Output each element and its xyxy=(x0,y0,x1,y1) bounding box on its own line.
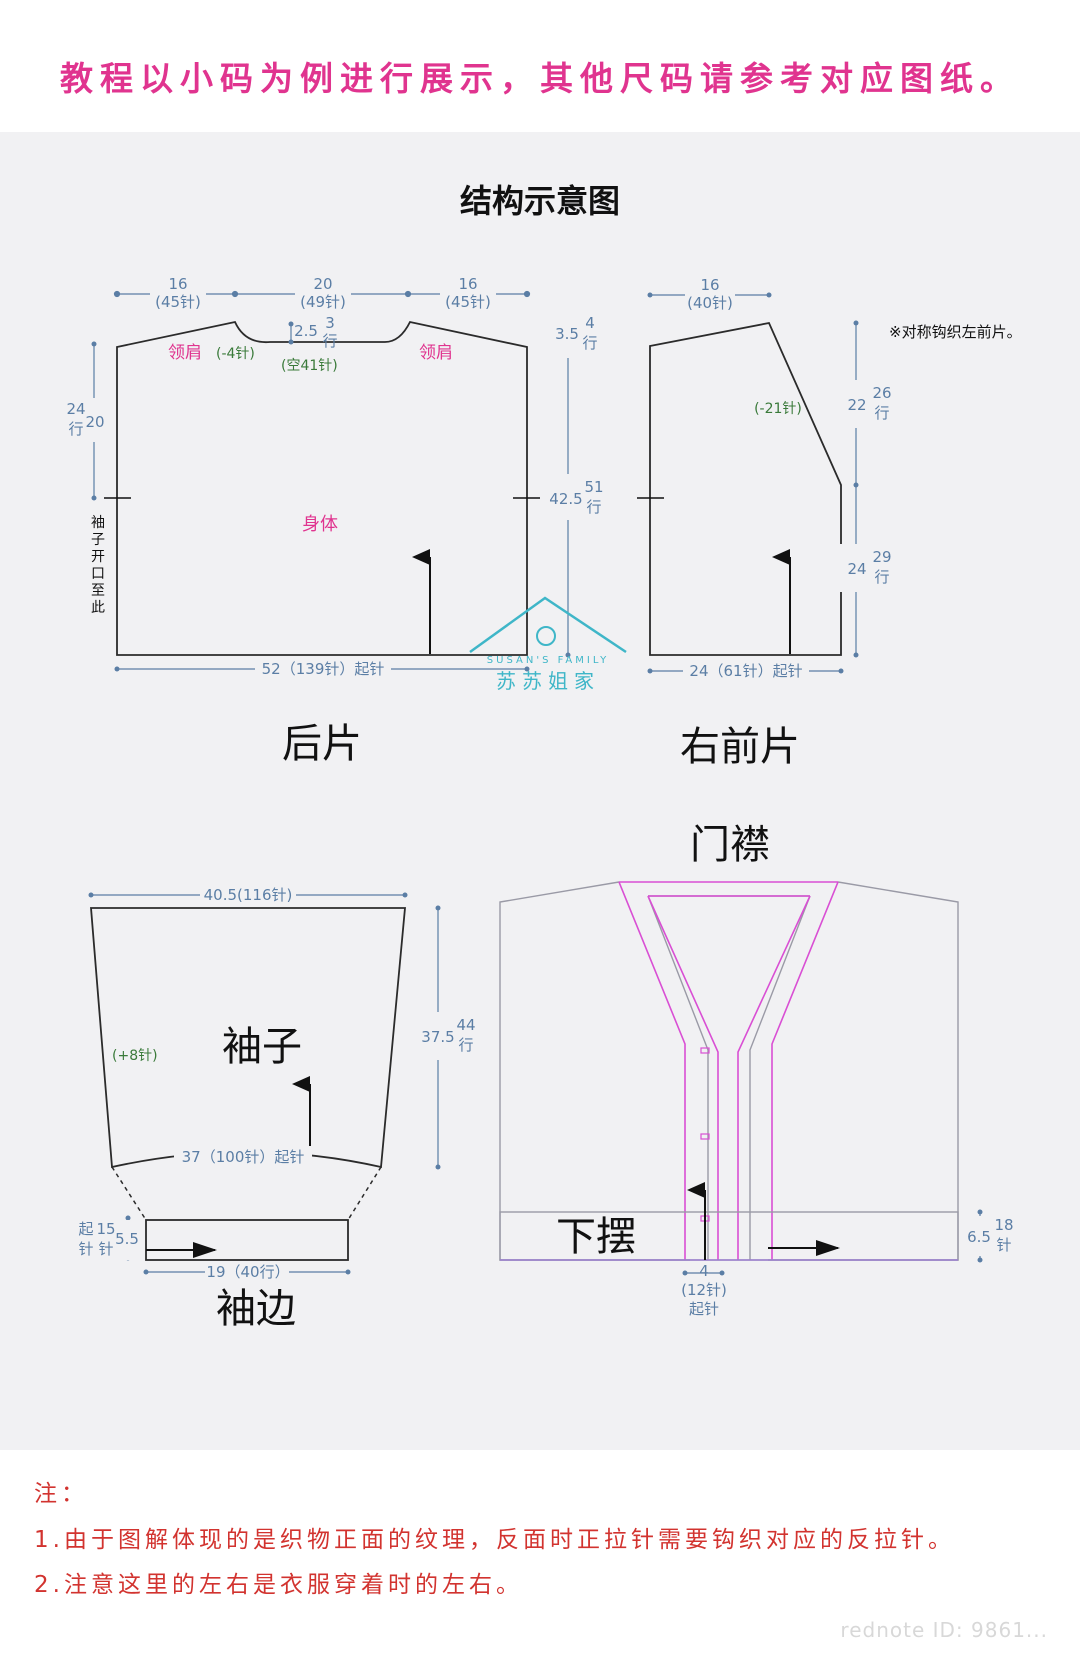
band-center-left xyxy=(647,895,719,1260)
cardigan-outline-right xyxy=(768,881,959,1261)
logo-line1: SUSAN'S FAMILY xyxy=(487,655,609,666)
back-piece: 领肩 (-4针) (空41针) 领肩 身体 袖子开口至此 16 (45针) 20… xyxy=(62,272,604,767)
cardigan-outline-left xyxy=(499,881,690,1261)
brand-logo: SUSAN'S FAMILY 苏苏姐家 xyxy=(469,596,627,693)
cuff-dim-height-st-num: 15 xyxy=(96,1220,115,1238)
back-piece-outline xyxy=(116,320,528,656)
notes-section: 注： 1.由于图解体现的是织物正面的纹理，反面时正拉针需要钩织对应的反拉针。 2… xyxy=(0,1450,1080,1662)
band-inner-right xyxy=(749,895,811,1260)
front-dim-top-st: (40针) xyxy=(687,294,733,312)
note-2: 2.注意这里的左右是衣服穿着时的左右。 xyxy=(34,1572,523,1598)
back-dim-top-right-st: (45针) xyxy=(445,293,491,311)
buttonhole xyxy=(700,1047,710,1054)
band-dim-st: (12针) xyxy=(681,1281,727,1299)
back-dim-shoulder-cm: 3.5 xyxy=(555,325,579,343)
band-dim-start: 起针 xyxy=(689,1300,719,1318)
cardigan-assembly: 门襟 下摆 4 (12针) 起针 6 xyxy=(499,822,1018,1318)
front-dim-upper-rows-num: 26 xyxy=(872,384,891,402)
back-dim-bottom: 52（139针）起针 xyxy=(262,660,385,678)
band-dim-cm: 4 xyxy=(699,1262,709,1280)
watermark: rednote ID: 9861... xyxy=(840,1618,1048,1642)
back-dim-neck-depth-cm: 2.5 xyxy=(294,322,318,340)
band-outline-left xyxy=(618,881,686,1260)
sleeve-piece: (+8针) 袖子 40.5(116针) 37（100针）起针 37.5 44 行 xyxy=(88,884,476,1221)
logo-roof xyxy=(469,596,627,654)
back-dim-shoulder-rows-unit: 行 xyxy=(582,334,597,352)
cuff-piece: 19（40行） 起 针 15 针 5.5 袖边 xyxy=(74,1215,351,1332)
back-dim-armhole-cm: 20 xyxy=(85,413,104,431)
cuff-dim-label-c: 针 xyxy=(98,1240,113,1258)
sleeve-dim-bottom: 37（100针）起针 xyxy=(182,1148,305,1166)
cuff-dim-label-b: 针 xyxy=(78,1240,93,1258)
back-dim-top-left-cm: 16 xyxy=(168,275,187,293)
cuff-dim-height-cm: 5.5 xyxy=(115,1230,139,1248)
back-body-label: 身体 xyxy=(302,514,338,535)
back-dim-top-mid-cm: 20 xyxy=(313,275,332,293)
back-neck-shoulder-left: 领肩 xyxy=(168,343,202,363)
front-dim-bottom: 24（61针）起针 xyxy=(689,662,802,680)
band-inner-left xyxy=(647,895,709,1260)
sleeve-dim-top: 40.5(116针) xyxy=(204,886,293,904)
front-dim-lower-cm: 24 xyxy=(847,560,866,578)
sleeve-dim-length-cm: 37.5 xyxy=(421,1028,454,1046)
cuff-outline xyxy=(145,1219,349,1261)
back-dim-shoulder-rows-num: 4 xyxy=(585,314,595,332)
back-dim-length-rows-unit: 行 xyxy=(586,498,601,516)
sleeve-dim-length-rows-unit: 行 xyxy=(458,1036,473,1054)
back-neck-shoulder-right: 领肩 xyxy=(419,343,453,363)
diagram-title: 结构示意图 xyxy=(460,182,620,220)
sleeve-name: 袖子 xyxy=(222,1024,302,1070)
back-dim-neck-depth-rows-num: 3 xyxy=(325,314,335,332)
back-sleeve-opening-note: 袖子开口至此 xyxy=(91,515,105,616)
back-neck-decrease: (-4针) xyxy=(216,346,255,362)
header-instruction: 教程以小码为例进行展示，其他尺码请参考对应图纸。 xyxy=(60,59,1020,98)
buttonhole xyxy=(700,1133,710,1140)
back-dim-armhole-rows-num: 24 xyxy=(66,400,85,418)
hem-dim-cm: 6.5 xyxy=(967,1228,991,1246)
band-name: 门襟 xyxy=(690,822,770,868)
front-dim-lower-rows-num: 29 xyxy=(872,548,891,566)
cuff-dim-width: 19（40行） xyxy=(206,1263,289,1281)
cuff-dim-label-a: 起 xyxy=(78,1220,93,1238)
logo-line2: 苏苏姐家 xyxy=(496,669,600,693)
back-dim-top-mid-st: (49针) xyxy=(300,293,346,311)
diagram-area: 结构示意图 领肩 (-4针) (空41针) 领肩 身体 袖子开口至此 16 (4… xyxy=(0,132,1080,1450)
hem-name: 下摆 xyxy=(556,1214,636,1260)
notes-title: 注： xyxy=(34,1481,88,1507)
back-dim-length-rows-num: 51 xyxy=(584,478,603,496)
front-piece-name: 右前片 xyxy=(680,724,800,770)
band-center-right xyxy=(737,895,811,1260)
front-dim-upper-rows-unit: 行 xyxy=(874,404,889,422)
note-1: 1.由于图解体现的是织物正面的纹理，反面时正拉针需要钩织对应的反拉针。 xyxy=(34,1527,955,1553)
structure-diagram: 结构示意图 领肩 (-4针) (空41针) 领肩 身体 袖子开口至此 16 (4… xyxy=(62,182,1022,1332)
front-piece-outline xyxy=(649,321,842,656)
yarn-ball-icon xyxy=(536,626,556,646)
hem-dim-st-unit: 针 xyxy=(996,1236,1011,1254)
back-dim-top-right-cm: 16 xyxy=(458,275,477,293)
sleeve-dim-length-rows-num: 44 xyxy=(456,1016,475,1034)
band-outline-right xyxy=(771,881,839,1260)
sleeve-increase: (+8针) xyxy=(112,1048,158,1064)
front-neck-decrease: (-21针) xyxy=(754,401,802,417)
front-note: ※对称钩织左前片。 xyxy=(889,323,1022,341)
back-neck-skip: (空41针) xyxy=(281,358,338,374)
hem-dim-st-num: 18 xyxy=(994,1216,1013,1234)
cuff-name: 袖边 xyxy=(216,1286,296,1332)
header: 教程以小码为例进行展示，其他尺码请参考对应图纸。 xyxy=(0,0,1080,130)
back-piece-name: 后片 xyxy=(282,721,362,767)
back-dim-armhole-rows-unit: 行 xyxy=(68,420,83,438)
front-dim-upper-cm: 22 xyxy=(847,396,866,414)
back-dim-length-cm: 42.5 xyxy=(549,490,582,508)
front-dim-top-cm: 16 xyxy=(700,276,719,294)
front-dim-lower-rows-unit: 行 xyxy=(874,568,889,586)
back-dim-neck-depth-rows-unit: 行 xyxy=(322,332,337,350)
back-dim-top-left-st: (45针) xyxy=(155,293,201,311)
right-front-piece: (-21针) ※对称钩织左前片。 16 (40针) 22 26 行 24 29 … xyxy=(637,272,1022,770)
